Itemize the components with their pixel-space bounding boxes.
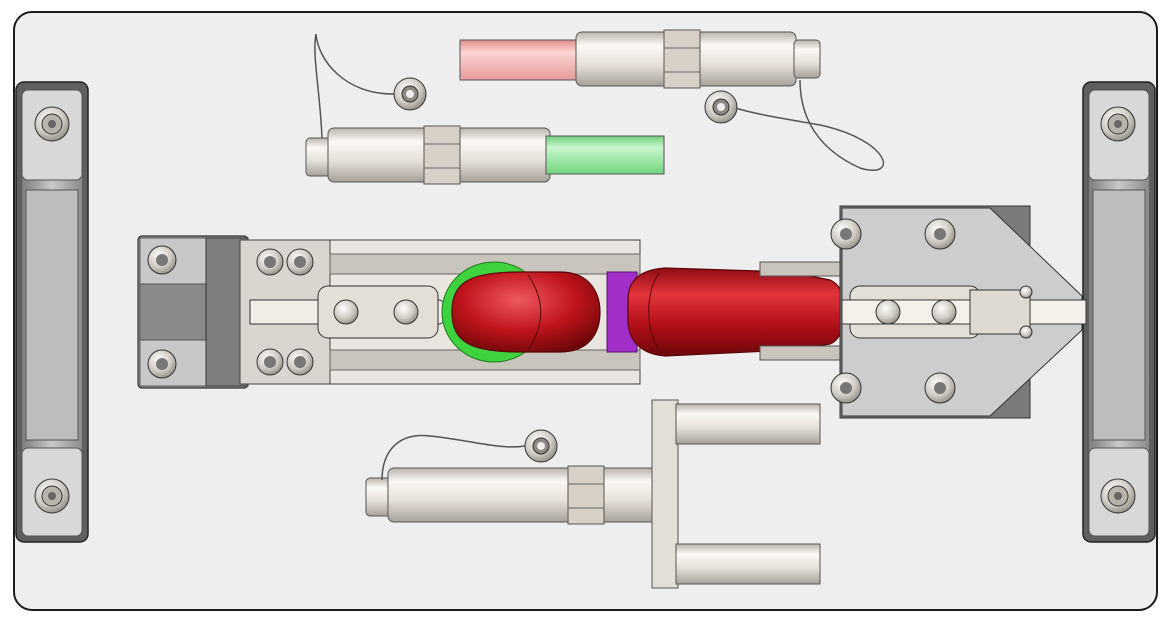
screw-icon	[286, 348, 314, 376]
screw-icon	[1100, 106, 1136, 142]
lanyard-ring-icon	[704, 90, 738, 124]
top-pin-pink	[459, 29, 821, 89]
handle-knob	[451, 271, 601, 353]
screw-icon	[286, 248, 314, 276]
screw-icon	[34, 106, 70, 142]
screw-icon	[147, 245, 177, 275]
lanyard-cable	[314, 33, 396, 139]
screw-icon	[830, 218, 862, 250]
bottom-double-pin	[365, 399, 821, 589]
screw-icon	[34, 478, 70, 514]
lanyard-cable	[381, 434, 526, 481]
right-rail	[1082, 81, 1156, 543]
middle-pin-green	[305, 125, 665, 185]
screw-icon	[830, 372, 862, 404]
lanyard-ring-icon	[393, 77, 427, 111]
screw-icon	[256, 248, 284, 276]
toggle-clamp	[137, 205, 1087, 419]
left-rail	[15, 81, 89, 543]
lanyard-ring-icon	[524, 429, 558, 463]
screw-icon	[147, 349, 177, 379]
screw-icon	[924, 372, 956, 404]
screw-icon	[1100, 478, 1136, 514]
screw-icon	[256, 348, 284, 376]
lanyard-cable	[734, 79, 885, 171]
screw-icon	[924, 218, 956, 250]
red-handle	[627, 267, 846, 357]
